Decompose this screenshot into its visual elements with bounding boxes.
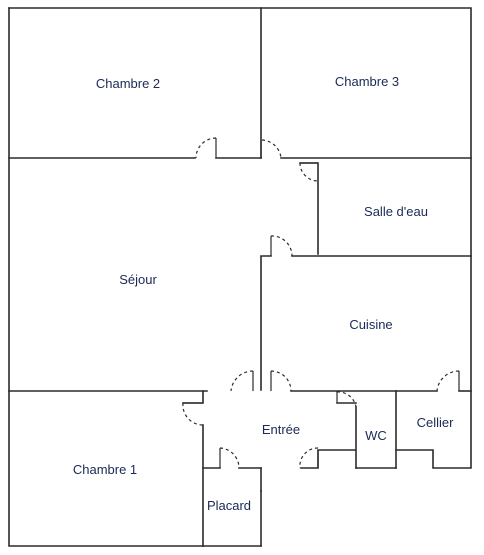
door-chambre-2 <box>195 137 217 159</box>
door-front-entrance <box>299 447 319 469</box>
doors <box>182 137 460 469</box>
room-labels: Chambre 2 Chambre 3 Salle d'eau Séjour C… <box>73 74 454 513</box>
room-label-chambre-2: Chambre 2 <box>96 76 160 91</box>
door-chambre-1 <box>182 402 204 426</box>
room-label-sejour: Séjour <box>119 272 157 287</box>
room-label-salle-d-eau: Salle d'eau <box>364 204 428 219</box>
room-label-entree: Entrée <box>262 422 300 437</box>
door-placard <box>219 447 240 469</box>
room-label-chambre-3: Chambre 3 <box>335 74 399 89</box>
door-wc <box>336 391 357 408</box>
door-sejour-entree <box>230 370 254 392</box>
room-label-wc: WC <box>365 428 387 443</box>
outer-walls <box>8 7 472 547</box>
room-label-placard: Placard <box>207 498 251 513</box>
door-cuisine-top <box>270 235 293 257</box>
door-salle-d-eau <box>299 162 319 182</box>
room-label-chambre-1: Chambre 1 <box>73 462 137 477</box>
interior-walls <box>8 7 472 547</box>
room-label-cellier: Cellier <box>417 415 455 430</box>
door-chambre-3 <box>260 139 282 159</box>
door-cuisine-entree <box>270 370 292 392</box>
room-label-cuisine: Cuisine <box>349 317 392 332</box>
door-cellier <box>436 370 460 392</box>
